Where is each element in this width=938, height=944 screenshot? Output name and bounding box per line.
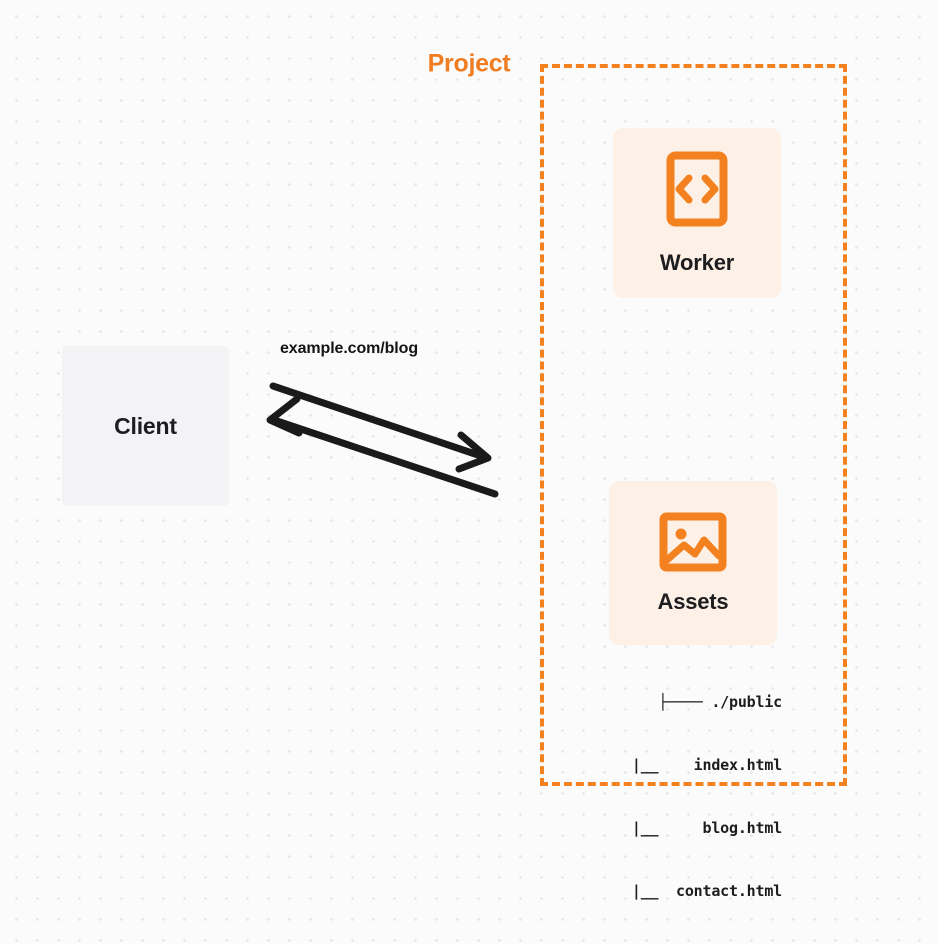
assets-file-tree: ├──── ./public |__ index.html |__ blog.h… (560, 650, 782, 944)
request-url-label: example.com/blog (280, 340, 418, 357)
file-tree-line: |__ contact.html (614, 882, 782, 900)
code-brackets-icon (666, 151, 728, 232)
worker-node[interactable]: Worker (613, 128, 781, 298)
client-node[interactable]: Client (62, 346, 229, 506)
project-container (540, 64, 847, 786)
response-arrow (266, 395, 499, 498)
image-picture-icon (659, 512, 727, 577)
assets-node[interactable]: Assets (609, 481, 777, 645)
file-tree-line: ├──── ./public (658, 693, 782, 711)
file-tree-line: |__ blog.html (614, 819, 782, 837)
request-arrow (269, 382, 492, 473)
project-container-title: Project (420, 49, 518, 79)
diagram-canvas: Client example.com/blog Project Worker (62, 49, 847, 900)
worker-node-label: Worker (659, 249, 735, 275)
file-tree-line: |__ index.html (614, 756, 782, 774)
assets-node-label: Assets (657, 588, 729, 614)
client-node-label: Client (114, 412, 177, 439)
